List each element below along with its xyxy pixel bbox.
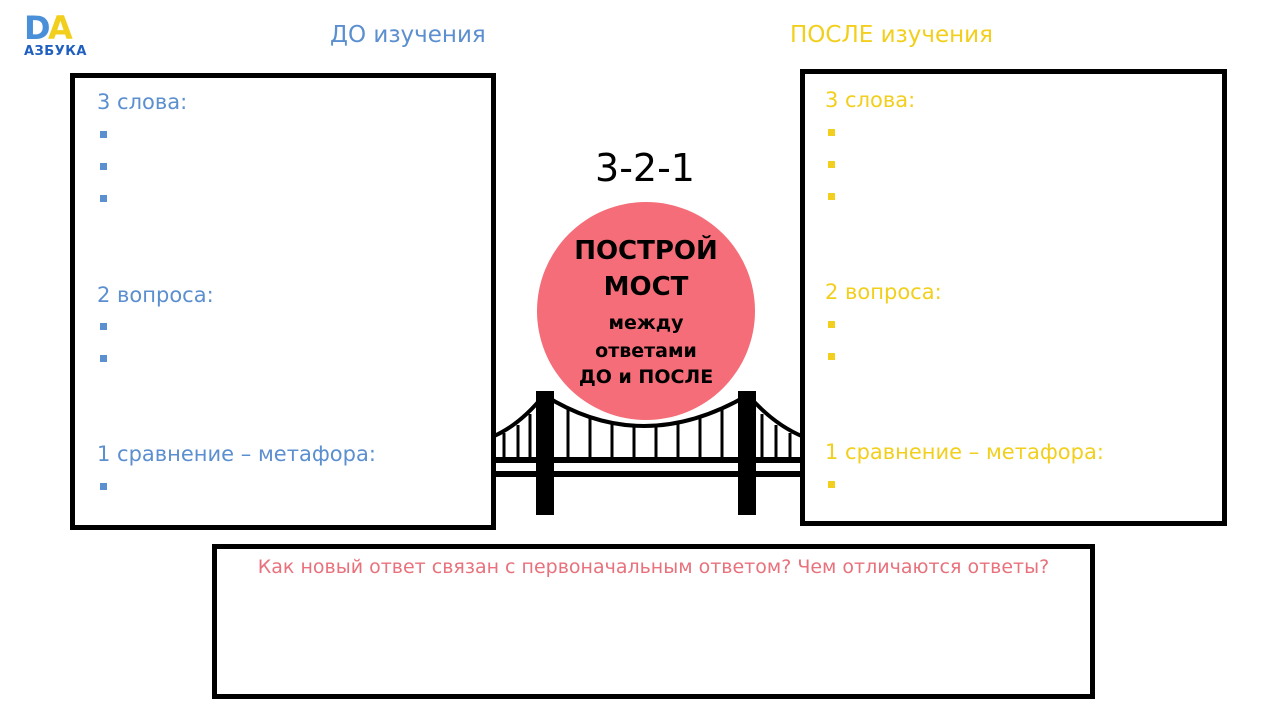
before-metaphor-bullet — [100, 483, 107, 490]
after-word-bullet-2 — [828, 161, 835, 168]
before-box: 3 слова: 2 вопроса: 1 сравнение – метафо… — [70, 73, 496, 530]
bridge-tower-right — [738, 391, 756, 515]
header-before: ДО изучения — [330, 22, 486, 48]
bridge-rail — [492, 457, 804, 463]
bridge-deck — [492, 471, 804, 477]
circle-line-5: ДО и ПОСЛЕ — [578, 366, 714, 388]
before-question-bullet-2 — [100, 355, 107, 362]
before-word-bullet-1 — [100, 131, 107, 138]
header-after: ПОСЛЕ изучения — [790, 22, 993, 48]
logo-letter-a: A — [48, 9, 73, 47]
circle-line-2: МОСТ — [603, 272, 689, 302]
before-question-bullet-1 — [100, 323, 107, 330]
before-word-bullet-2 — [100, 163, 107, 170]
before-word-bullet-3 — [100, 195, 107, 202]
before-metaphor-label: 1 сравнение – метафора: — [97, 442, 376, 466]
after-word-bullet-1 — [828, 129, 835, 136]
after-box: 3 слова: 2 вопроса: 1 сравнение – метафо… — [800, 69, 1227, 526]
after-metaphor-bullet — [828, 481, 835, 488]
circle-line-1: ПОСТРОЙ — [574, 236, 718, 266]
center-title: 3-2-1 — [595, 146, 695, 190]
before-questions-label: 2 вопроса: — [97, 283, 214, 307]
logo-letters: D A — [24, 12, 88, 44]
bottom-box — [212, 544, 1095, 699]
center-circle: ПОСТРОЙ МОСТ между ответами ДО и ПОСЛЕ — [537, 202, 755, 420]
after-words-label: 3 слова: — [825, 88, 916, 112]
bridge-hangers — [502, 408, 792, 463]
after-question-bullet-1 — [828, 321, 835, 328]
logo-letter-d: D — [24, 9, 51, 47]
comparison-question: Как новый ответ связан с первоначальным … — [257, 556, 1050, 578]
bridge-illustration — [492, 391, 804, 515]
after-questions-label: 2 вопроса: — [825, 280, 942, 304]
after-metaphor-label: 1 сравнение – метафора: — [825, 440, 1104, 464]
circle-line-4: ответами — [595, 340, 697, 362]
after-question-bullet-2 — [828, 353, 835, 360]
before-words-label: 3 слова: — [97, 90, 188, 114]
logo: D A АЗБУКА — [24, 12, 88, 60]
bridge-tower-left — [536, 391, 554, 515]
logo-text: АЗБУКА — [24, 44, 87, 59]
circle-line-3: между — [608, 312, 684, 334]
after-word-bullet-3 — [828, 193, 835, 200]
